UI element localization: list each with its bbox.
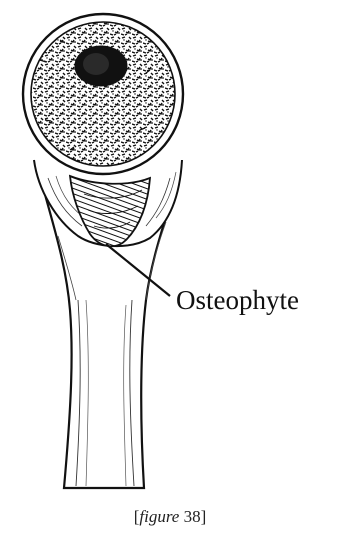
caption-close-bracket: ]	[201, 507, 207, 526]
osteophyte-label: Osteophyte	[176, 285, 299, 315]
caption-figure-number: 38	[184, 507, 201, 526]
caption-figure-word: figure	[139, 507, 179, 526]
figure-caption: [figure 38]	[0, 508, 340, 525]
bone-cross-section	[23, 14, 183, 174]
